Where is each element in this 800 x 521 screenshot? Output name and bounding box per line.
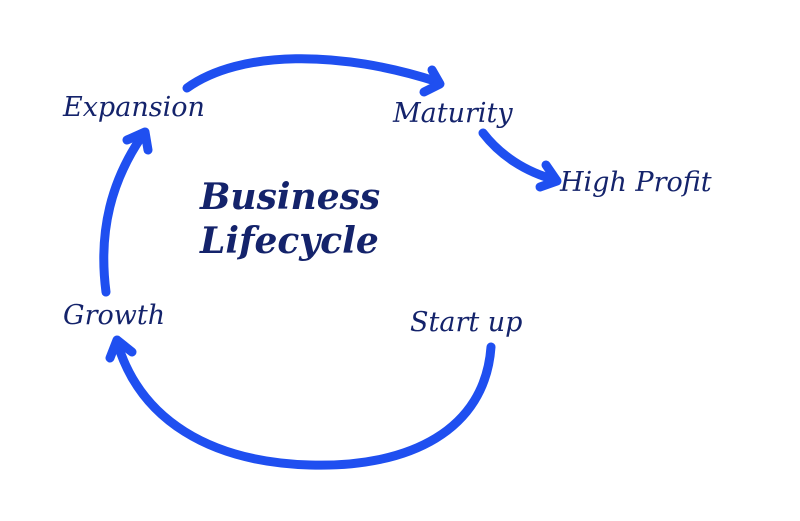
stage-maturity: Maturity bbox=[393, 98, 513, 129]
title-line-1: Business bbox=[200, 176, 381, 218]
arrow-maturity-to-high-profit bbox=[478, 128, 562, 192]
arrow-expansion-to-maturity bbox=[182, 54, 445, 97]
stage-start-up: Start up bbox=[410, 307, 523, 338]
stage-expansion: Expansion bbox=[63, 92, 205, 123]
diagram-title: Business Lifecycle bbox=[200, 175, 380, 263]
arrow-startup-to-growth bbox=[105, 335, 496, 470]
stage-growth: Growth bbox=[63, 300, 166, 331]
title-line-2: Lifecycle bbox=[200, 220, 379, 262]
stage-high-profit: High Profit bbox=[560, 167, 712, 198]
arrow-growth-to-expansion bbox=[99, 127, 153, 297]
